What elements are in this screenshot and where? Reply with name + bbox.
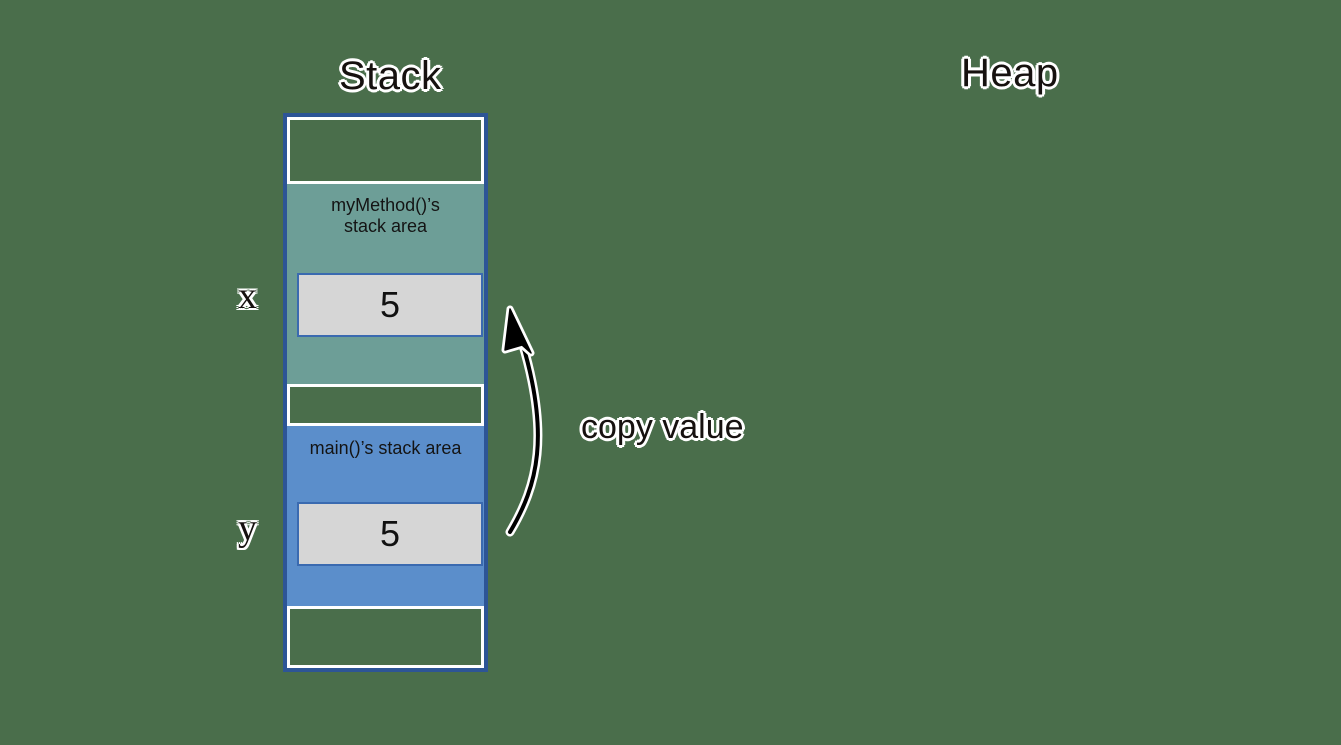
stack-frame-label-mymethod: myMethod()’s stack area: [331, 195, 440, 236]
stack-frame-main: main()’s stack area 5: [287, 425, 484, 606]
stack-empty-cell-middle: [287, 383, 484, 426]
value-text-y: 5: [379, 512, 401, 554]
value-box-x: 5: [297, 273, 483, 337]
copy-value-label: copy value: [581, 408, 744, 446]
stack-container: myMethod()’s stack area 5 main()’s stack…: [283, 113, 488, 672]
variable-label-x: x: [238, 275, 257, 317]
variable-label-y: y: [238, 507, 257, 549]
stack-empty-cell-bottom: [287, 606, 484, 668]
value-box-y: 5: [297, 501, 483, 566]
value-text-x: 5: [379, 284, 401, 325]
stack-frame-label-main: main()’s stack area: [309, 437, 462, 458]
stack-title: Stack: [339, 54, 442, 98]
stack-empty-cell-top: [287, 117, 484, 184]
heap-title: Heap: [961, 51, 1059, 95]
stack-frame-mymethod: myMethod()’s stack area 5: [287, 184, 484, 384]
